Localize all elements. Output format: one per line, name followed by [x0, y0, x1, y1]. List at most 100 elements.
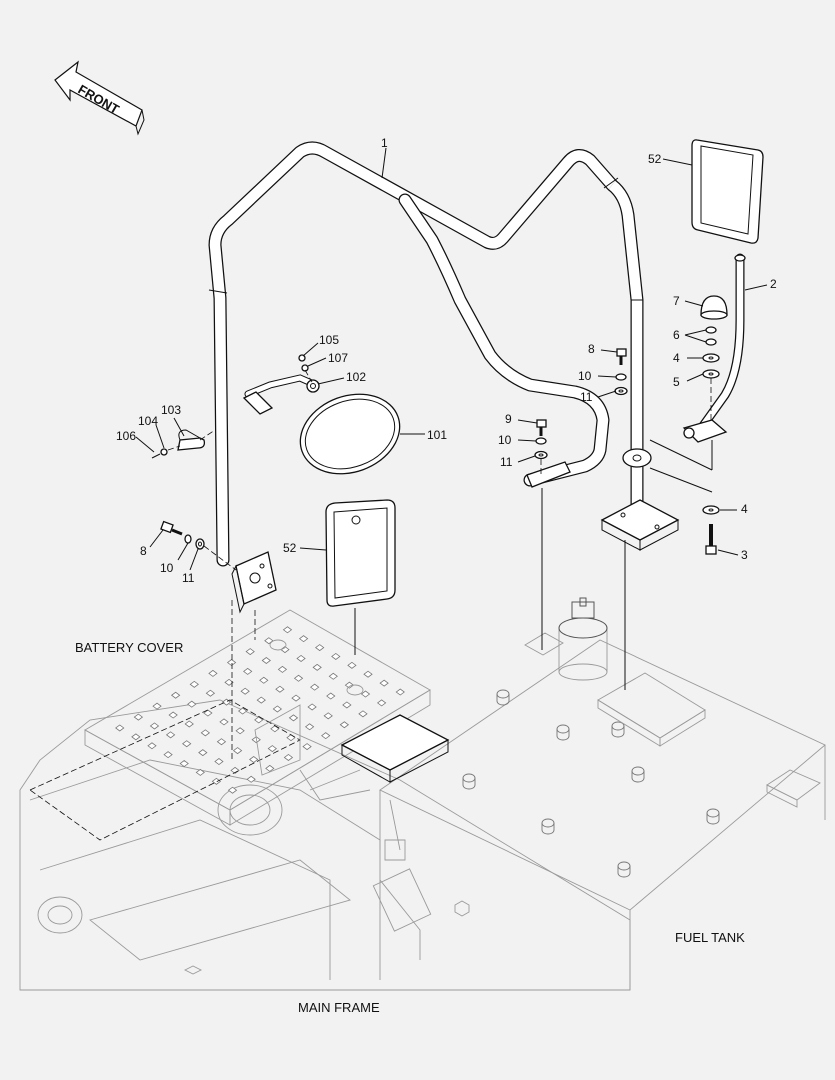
perforation-hole — [163, 751, 173, 759]
callout-104: 104 — [138, 414, 158, 428]
right-hardware — [614, 348, 628, 396]
perforation-hole — [249, 755, 259, 763]
tank-boss-side — [462, 778, 476, 790]
perforation-hole — [179, 760, 189, 768]
callout-107: 107 — [328, 351, 348, 365]
perforation-hole — [168, 711, 178, 719]
mirror-clamp — [151, 429, 216, 459]
perforation-hole — [275, 685, 285, 693]
tank-boss-side — [631, 771, 645, 783]
perforation-hole — [237, 707, 248, 715]
mirror-stay-assembly — [622, 253, 746, 555]
callout-103: 103 — [161, 403, 181, 417]
perforation-hole — [184, 720, 194, 728]
perforation-hole — [245, 648, 255, 656]
perforation-hole — [298, 635, 309, 643]
perforation-hole — [216, 738, 227, 746]
perforation-hole — [221, 698, 232, 706]
front-direction-arrow: FRONT — [54, 60, 145, 136]
tank-boss — [462, 773, 476, 783]
perforation-hole — [170, 691, 181, 699]
perforation-hole — [339, 721, 350, 729]
perforation-hole — [195, 768, 205, 776]
fuel-cap — [558, 597, 608, 681]
perforation-hole — [331, 652, 341, 660]
tank-boss-side — [611, 726, 625, 738]
perforation-hole — [282, 626, 293, 634]
perforation-hole — [323, 712, 333, 720]
perforation-hole — [240, 687, 250, 695]
perforation-hole — [133, 713, 144, 721]
main-frame-outline — [19, 699, 631, 991]
battery-cover-label: BATTERY COVER — [75, 640, 183, 655]
perforation-hole — [149, 722, 160, 730]
callout-11-right: 11 — [580, 390, 593, 404]
tank-boss-side — [706, 813, 720, 825]
perforation-hole — [283, 753, 294, 761]
fuel-tank-bosses — [462, 689, 720, 878]
callout-4-lower: 4 — [741, 502, 748, 516]
assembly-labels: BATTERY COVER FUEL TANK MAIN FRAME — [75, 640, 745, 1015]
mirror-right — [691, 139, 764, 244]
tank-boss — [706, 808, 720, 818]
perforation-hole — [288, 714, 299, 722]
callout-6: 6 — [673, 328, 680, 342]
perforation-hole — [280, 646, 290, 654]
tank-boss-side — [496, 694, 510, 706]
fuel-tank-body — [340, 597, 826, 990]
perforation-hole — [296, 654, 306, 662]
tank-boss — [556, 724, 570, 734]
mirror-bracket-arm — [242, 354, 320, 415]
perforation-hole — [219, 718, 229, 726]
perforation-hole — [200, 729, 211, 737]
tank-boss-side — [556, 729, 570, 741]
perforation-hole — [115, 724, 125, 732]
callout-11-center: 11 — [500, 455, 513, 469]
callout-52-right: 52 — [648, 152, 662, 166]
mirror-guard-rail — [208, 141, 680, 614]
perforation-hole — [187, 700, 197, 708]
perforation-hole — [321, 732, 331, 740]
perforation-hole — [326, 692, 336, 700]
battery-cover-perforations — [115, 626, 405, 794]
callout-2: 2 — [770, 277, 777, 291]
battery-cover-plate — [29, 609, 431, 841]
callout-10-left: 10 — [160, 561, 174, 575]
perforation-hole — [165, 731, 176, 739]
fuel-tank-label: FUEL TANK — [675, 930, 745, 945]
perforation-hole — [264, 637, 274, 645]
perforation-hole — [243, 667, 253, 675]
callout-10-right: 10 — [578, 369, 592, 383]
perforation-hole — [286, 734, 296, 742]
perforation-hole — [230, 766, 240, 774]
center-hardware — [534, 419, 548, 476]
tank-boss — [617, 861, 631, 871]
perforation-hole — [293, 674, 304, 682]
callout-11-left: 11 — [182, 571, 195, 585]
callout-3: 3 — [741, 548, 748, 562]
perforation-hole — [291, 694, 301, 702]
tank-boss — [496, 689, 510, 699]
perforation-hole — [147, 742, 157, 750]
perforation-hole — [347, 661, 357, 669]
tank-boss-side — [541, 823, 555, 835]
perforation-hole — [235, 727, 245, 735]
callout-8-right: 8 — [588, 342, 595, 356]
perforation-hole — [182, 740, 192, 748]
perforation-hole — [358, 710, 368, 718]
perforation-hole — [259, 676, 269, 684]
callout-101: 101 — [427, 428, 447, 442]
perforation-hole — [277, 665, 288, 673]
perforation-hole — [360, 690, 371, 698]
callout-10-center: 10 — [498, 433, 512, 447]
perforation-hole — [131, 733, 141, 741]
perforation-hole — [309, 683, 320, 691]
perforation-hole — [254, 716, 264, 724]
perforation-hole — [267, 745, 277, 753]
perforation-hole — [270, 725, 280, 733]
callout-8-left: 8 — [140, 544, 147, 558]
mirror-left — [325, 499, 396, 607]
perforation-hole — [315, 644, 325, 652]
